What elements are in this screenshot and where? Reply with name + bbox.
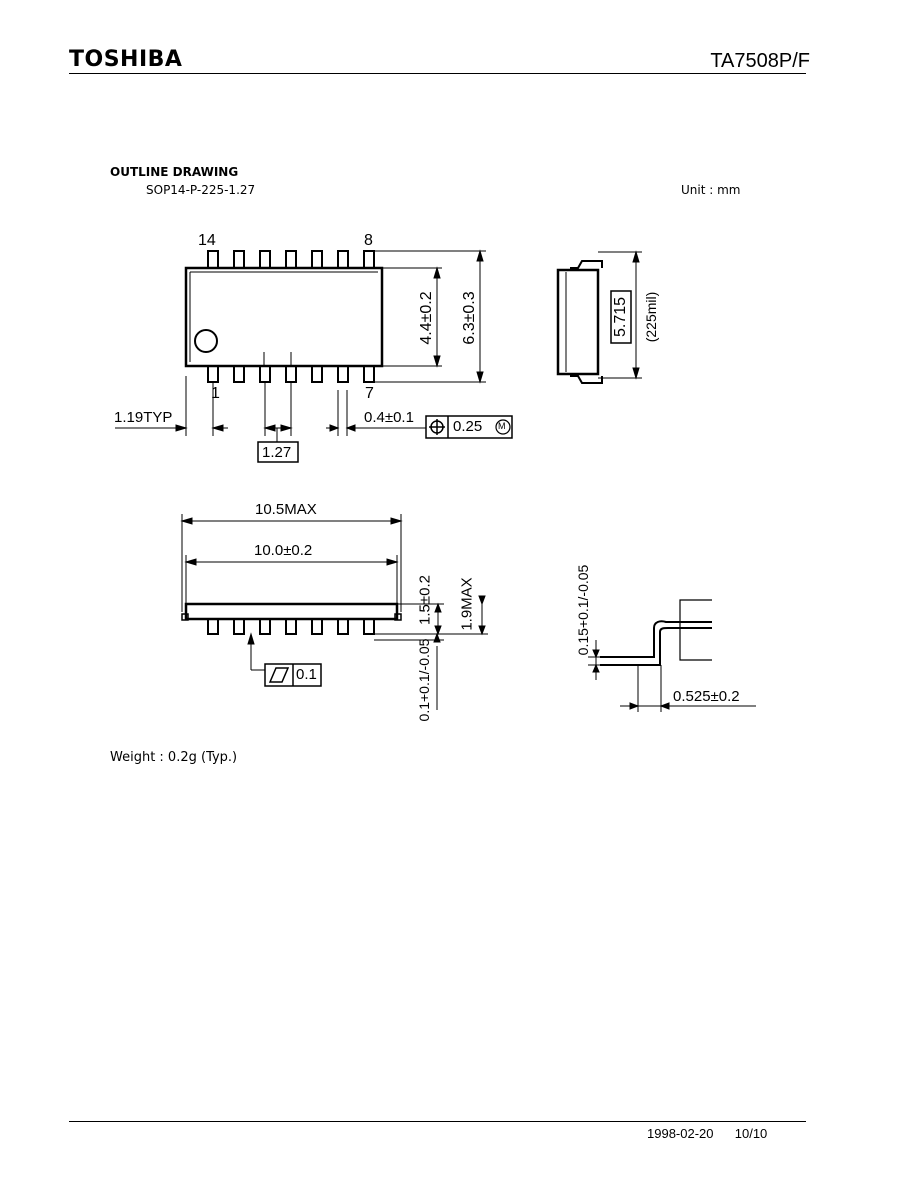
dim-side-height: 5.715 <box>612 296 629 338</box>
front-view <box>180 514 488 710</box>
dim-standoff: 0.1+0.1/-0.05 <box>416 638 432 722</box>
dim-flatness: 0.1 <box>296 666 317 683</box>
dim-height: 1.5±0.2 <box>416 575 434 625</box>
dim-lead-thickness: 0.15+0.1/-0.05 <box>575 564 591 656</box>
package-code: SOP14-P-225-1.27 <box>146 183 256 197</box>
pin1-marker-icon <box>194 329 218 353</box>
weight-note: Weight : 0.2g (Typ.) <box>110 750 238 765</box>
pin-label-8: 8 <box>364 232 373 249</box>
dim-position-tolerance: 0.25 <box>453 418 483 435</box>
dim-lead-edge: 1.19TYP <box>114 409 173 426</box>
modifier-m: M <box>498 421 506 431</box>
footer-date: 1998-02-20 <box>647 1126 714 1141</box>
dim-length: 10.0±0.2 <box>254 542 313 559</box>
footer-info: 1998-02-20 10/10 <box>647 1126 767 1141</box>
dim-side-mil: (225mil) <box>643 291 659 343</box>
footer-rule <box>69 1121 806 1122</box>
dim-height-max: 1.9MAX <box>458 577 476 631</box>
lead-detail <box>588 599 756 712</box>
brand-logo: TOSHIBA <box>69 47 183 72</box>
top-view <box>115 249 513 463</box>
part-number: TA7508P/F <box>710 50 810 72</box>
section-title: OUTLINE DRAWING <box>110 165 239 179</box>
footer-page: 10/10 <box>734 1126 768 1141</box>
dim-pitch: 1.27 <box>262 444 292 461</box>
dim-length-max: 10.5MAX <box>255 501 317 518</box>
dim-total-width: 6.3±0.3 <box>461 291 478 345</box>
pin-label-7: 7 <box>365 385 374 402</box>
pin-label-14: 14 <box>198 232 216 249</box>
dim-lead-width: 0.4±0.1 <box>364 409 414 426</box>
dim-foot-length: 0.525±0.2 <box>673 688 740 705</box>
pin-label-1: 1 <box>211 385 220 402</box>
unit-label: Unit : mm <box>681 183 741 197</box>
header-rule <box>69 73 806 74</box>
side-view <box>556 250 642 384</box>
dim-body-width: 4.4±0.2 <box>418 291 435 345</box>
